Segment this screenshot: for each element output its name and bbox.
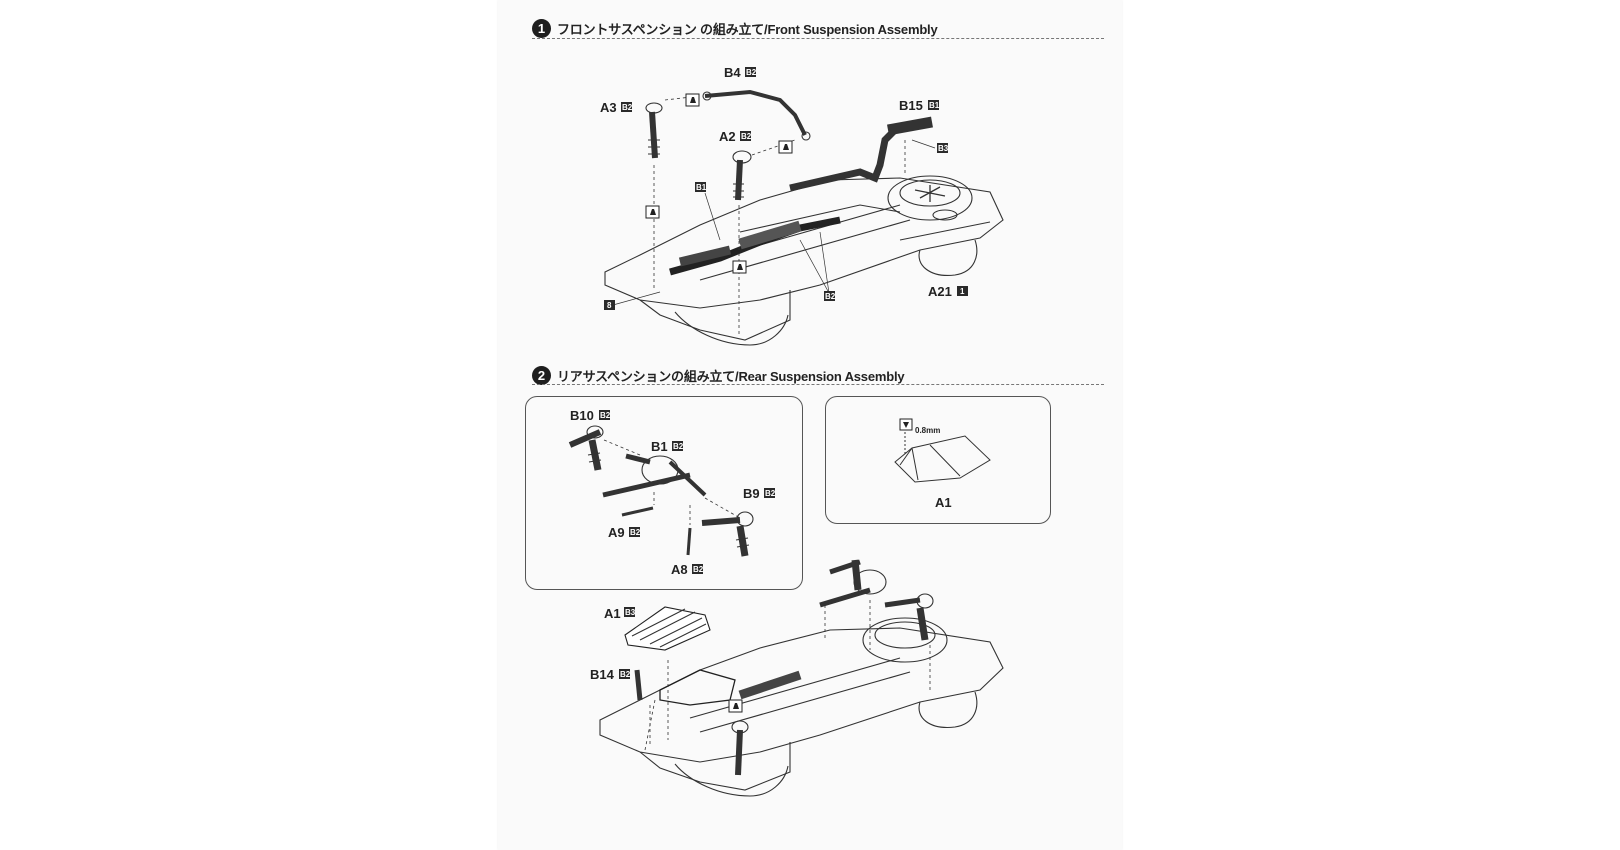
front-chassis-illustration (604, 89, 1004, 346)
part-a1-inset-frame (825, 396, 1051, 524)
material-badge-a1-main: B3 (625, 608, 636, 617)
material-badge-b10: B2 (600, 411, 611, 420)
part-a1-cut-illustration (894, 432, 991, 483)
rear-chassis-illustration (599, 559, 1004, 797)
part-label-a8: A8 (671, 562, 688, 577)
material-badge (745, 67, 756, 77)
cement-icon (728, 699, 743, 713)
part-label-a9: A9 (608, 525, 625, 540)
marker-b3: B3 (938, 144, 949, 153)
step-2-header: 2 リアサスペンションの組み立て/Rear Suspension Assembl… (532, 366, 905, 385)
part-label-a21: A21 (928, 284, 952, 299)
material-badge (621, 102, 632, 112)
part-label-b9: B9 (743, 486, 760, 501)
material-badge (764, 488, 775, 498)
material-badge (624, 607, 635, 617)
material-badge-b15: B1 (929, 101, 940, 110)
material-badge (619, 669, 630, 679)
step-2-divider (532, 384, 1104, 385)
rear-axle-inset-illustration (568, 425, 754, 557)
material-badge (928, 100, 939, 110)
material-badge-a8: B2 (693, 565, 704, 574)
step-1-title: フロントサスペンション の組み立て/Front Suspension Assem… (557, 22, 938, 37)
part-label-a3: A3 (600, 100, 617, 115)
part-label-a1-inset: A1 (935, 495, 952, 510)
material-badge (692, 564, 703, 574)
marker-b2: B2 (825, 292, 836, 301)
material-badge (629, 527, 640, 537)
material-badge-a9: B2 (630, 528, 641, 537)
step-1-divider (532, 38, 1104, 39)
part-label-a1-main: A1 (604, 606, 621, 621)
step-2-number: 2 (532, 366, 551, 385)
material-badge (937, 143, 948, 153)
instruction-sheet (498, 0, 1122, 850)
step-2-title: リアサスペンションの組み立て/Rear Suspension Assembly (557, 369, 905, 384)
part-label-b4: B4 (724, 65, 741, 80)
rear-suspension-inset-frame (525, 396, 803, 590)
material-badge-a3: B2 (622, 103, 633, 112)
drill-size-label: 0.8mm (915, 426, 940, 435)
marker-8: 8 (607, 301, 612, 310)
cement-icon (645, 93, 793, 274)
part-label-b10: B10 (570, 408, 594, 423)
material-badge-b1: B2 (673, 442, 684, 451)
material-badge-b9: B2 (765, 489, 776, 498)
material-badge (824, 291, 835, 301)
material-badge (740, 131, 751, 141)
material-badge (599, 410, 610, 420)
material-badge (695, 182, 706, 192)
part-label-b15: B15 (899, 98, 923, 113)
drill-icon (903, 422, 909, 428)
step-1-number: 1 (532, 19, 551, 38)
step-1-header: 1 フロントサスペンション の組み立て/Front Suspension Ass… (532, 19, 938, 38)
material-badge-b14: B2 (620, 670, 631, 679)
marker-b1: B1 (696, 183, 707, 192)
part-label-b14: B14 (590, 667, 615, 682)
material-badge-a21: 1 (960, 287, 965, 296)
material-badge-a2: B2 (741, 132, 752, 141)
material-badge (957, 286, 968, 296)
part-label-a2: A2 (719, 129, 736, 144)
material-badge (672, 441, 683, 451)
part-label-b1: B1 (651, 439, 668, 454)
material-badge (604, 300, 615, 310)
material-badge-b4: B2 (746, 68, 757, 77)
